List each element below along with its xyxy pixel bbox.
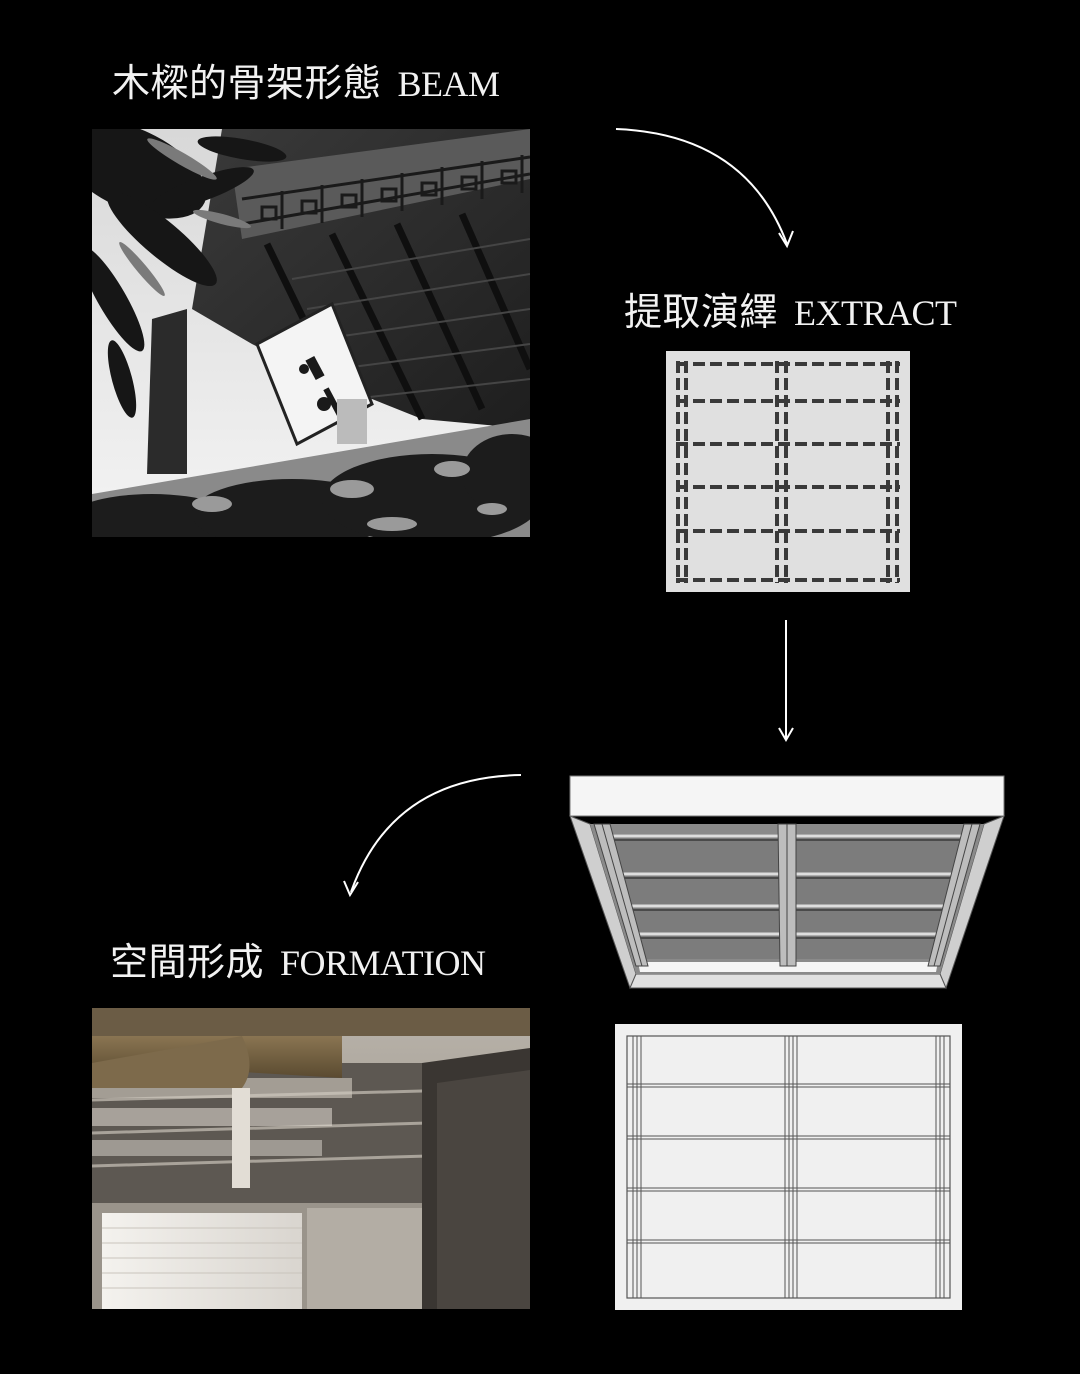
ceiling-3d-illustration — [569, 775, 1005, 990]
pavilion-beam-photo — [92, 129, 530, 537]
interior-ceiling-photo — [92, 1008, 530, 1309]
heading-beam-zh: 木樑的骨架形態 — [112, 61, 382, 105]
ceiling-3d-model — [566, 774, 1008, 990]
curved-arrow-head-2 — [343, 880, 359, 898]
curved-arrow-icon-2 — [350, 774, 522, 893]
curved-arrow-icon-1 — [615, 128, 788, 245]
dashed-beam-grid — [676, 361, 900, 583]
heading-beam: 木樑的骨架形態 BEAM — [112, 64, 500, 102]
heading-extract-en: EXTRACT — [794, 293, 957, 333]
line-beam-plan — [615, 1024, 962, 1310]
heading-formation: 空間形成 FORMATION — [110, 943, 486, 981]
heading-extract-zh: 提取演繹 — [624, 290, 779, 334]
heading-extract: 提取演繹 EXTRACT — [624, 293, 957, 331]
down-arrow-head — [778, 727, 794, 742]
line-beam-grid — [626, 1035, 951, 1299]
heading-formation-en: FORMATION — [280, 943, 486, 983]
heading-formation-zh: 空間形成 — [110, 940, 265, 984]
dashed-beam-plan — [666, 351, 910, 592]
curved-arrow-head-1 — [778, 230, 794, 249]
pavilion-beam-illustration — [92, 129, 530, 537]
heading-beam-en: BEAM — [397, 64, 501, 104]
interior-ceiling-illustration — [92, 1008, 530, 1309]
